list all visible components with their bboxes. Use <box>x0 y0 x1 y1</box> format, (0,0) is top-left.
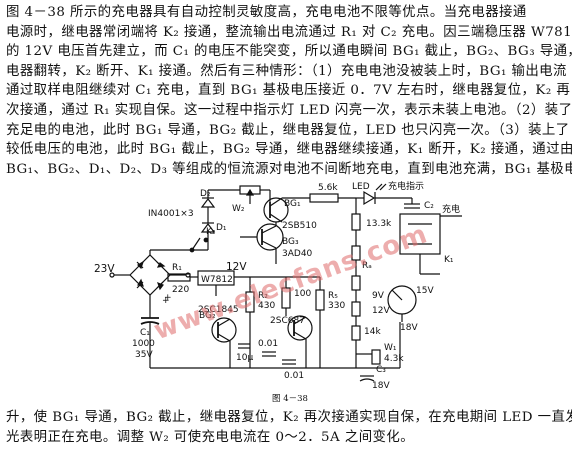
text-line: 升，使 BG₁ 导通，BG₂ 截止，继电器复位，K₂ 再次接通实现自保，在充电期… <box>6 410 572 425</box>
r5-value: 330 <box>328 301 345 311</box>
text-line: 充足电的电池，此时 BG₁ 导通，BG₂ 截止，继电器复位，LED 也只闪亮一次… <box>6 122 570 138</box>
r2-value: 430 <box>258 301 275 311</box>
r3-value: 13.3k <box>366 219 392 229</box>
bg1-label: BG₁ <box>284 199 301 209</box>
chain-label: Rₐ <box>362 261 372 271</box>
text-line: 电器翻转，K₂ 断开、K₁ 接通。然后有三种情形：（1）充电电池没被装上时，BG… <box>6 63 567 79</box>
c1-voltage: 35V <box>135 350 153 360</box>
text-line: BG₁、BG₂、D₁、D₂、D₃ 等组成的恒流源对电池不间断地充电，直到电池充满… <box>6 161 572 177</box>
r4-value: 100 <box>294 289 311 299</box>
figure-caption: 图 4－38 <box>272 394 308 404</box>
c6-label: C₃ <box>376 365 386 375</box>
bg2-label: BG₂ <box>199 311 216 321</box>
text-line: 较低电压的电池，此时 BG₁ 截止，BG₂ 导通，继电器继续接通，K₁ 断开，K… <box>6 142 572 158</box>
tap-18v: 18V <box>400 323 418 333</box>
c1-plus: + <box>162 296 170 306</box>
c5-value: 0.01 <box>284 371 304 381</box>
bg2-part: 2SC1845 <box>198 305 239 315</box>
r1-label: R₁ <box>172 263 182 273</box>
bg3-part: 3AD40 <box>282 249 313 259</box>
w2-label: W₂ <box>232 204 245 214</box>
body-text-top: 图 4－38 所示的充电器具有自动控制灵敏度高，充电电池不限等优点。当充电器接通… <box>6 3 572 179</box>
bg4-part: 2SC687 <box>270 316 305 326</box>
charge-label: 充电 <box>442 203 460 215</box>
d1-label: D₁ <box>216 223 227 233</box>
text-line: 电源时，继电器常闭端将 K₂ 接通，整流输出电流通过 R₁ 对 C₂ 充电。因三… <box>6 24 572 40</box>
led-label: LED <box>352 182 370 192</box>
c3-value: 10μ <box>236 353 253 363</box>
tap-15v: 15V <box>416 286 434 296</box>
bg1-part: 2SB510 <box>282 221 317 231</box>
shunt-value: 5.6k <box>318 183 338 193</box>
w1-label: W₁ <box>384 343 397 353</box>
text-line: 的 12V 电压首先建立，而 C₁ 的电压不能突变，所以通电瞬间 BG₁ 截止，… <box>6 44 572 60</box>
w1-value: 4.3k <box>384 354 404 364</box>
tap-9v: 9V <box>372 291 385 301</box>
regulator-plus: + <box>164 293 172 303</box>
c4-value: 0.01 <box>258 339 278 349</box>
c2-label: C₂ <box>424 201 434 211</box>
chain-14k: 14k <box>364 327 381 337</box>
input-voltage-label: 23V <box>94 263 115 275</box>
text-line: 光表明正在充电。调整 W₂ 可使充电电流在 0～2．5A 之间变化。 <box>6 429 415 445</box>
diode-part: IN4001×3 <box>148 209 194 219</box>
body-text-bottom: 升，使 BG₁ 导通，BG₂ 截止，继电器复位，K₂ 再次接通实现自保，在充电期… <box>6 408 572 447</box>
regulated-voltage-label: 12V <box>226 261 247 273</box>
bg3-label: BG₃ <box>282 237 299 247</box>
text-line: 通过取样电阻继续对 C₁ 充电，直到 BG₁ 基极电压接近 0．7V 左右时，继… <box>6 83 571 99</box>
k1-label: K₁ <box>444 255 454 265</box>
c1-value: 1000 <box>132 339 155 349</box>
text-line: 次接通，通过 R₁ 实现自保。这一过程中指示灯 LED 闪亮一次，表示未装上电池… <box>6 102 572 118</box>
led-indicator-label: 充电指示 <box>388 180 424 192</box>
r5-label: R₅ <box>328 291 338 301</box>
tap-12v: 12V <box>372 306 390 316</box>
regulator-label: W7812 <box>201 275 233 285</box>
text-line: 图 4－38 所示的充电器具有自动控制灵敏度高，充电电池不限等优点。当充电器接通 <box>6 5 527 20</box>
d2-label: D₂ <box>200 189 211 199</box>
c6-voltage: 18V <box>372 381 390 391</box>
r1-value: 220 <box>172 285 189 295</box>
bridge-rectifier <box>129 254 171 296</box>
c1-label: C₁ <box>140 328 150 338</box>
r2-label: R₂ <box>258 291 268 301</box>
